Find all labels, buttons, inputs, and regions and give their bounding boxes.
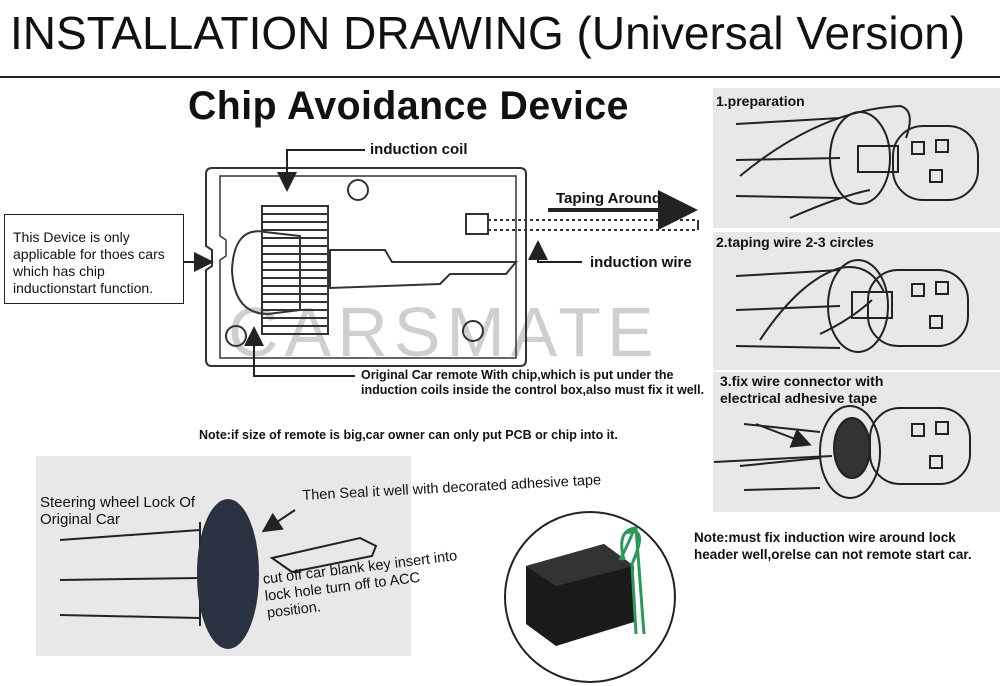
step1-drawing xyxy=(735,104,979,219)
induction-wire xyxy=(465,213,699,235)
control-box xyxy=(205,167,527,367)
taping-around-label: Taping Around xyxy=(556,190,661,207)
header-bar xyxy=(0,0,1000,78)
size-note: Note:if size of remote is big,car owner … xyxy=(199,428,618,442)
key-remote xyxy=(230,230,519,316)
induction-coil xyxy=(261,205,329,335)
original-remote-label: Original Car remote With chip,which is p… xyxy=(361,368,705,397)
steering-lock-label: Steering wheel Lock Of Original Car xyxy=(40,494,196,528)
step2-drawing xyxy=(735,259,969,353)
device-photo xyxy=(504,511,676,683)
device-note-callout: This Device is only applicable for thoes… xyxy=(4,214,184,304)
step2-label: 2.taping wire 2-3 circles xyxy=(716,234,874,250)
induction-wire-label: induction wire xyxy=(590,254,692,271)
annotation-arrows xyxy=(184,149,698,377)
steering-lock-drawing xyxy=(59,499,378,649)
step3-drawing xyxy=(713,405,971,499)
induction-coil-label: induction coil xyxy=(370,141,468,158)
step3-label: 3.fix wire connector with electrical adh… xyxy=(720,373,884,406)
diagram-title: Chip Avoidance Device xyxy=(188,84,629,128)
step1-label: 1.preparation xyxy=(716,93,805,109)
page-title: INSTALLATION DRAWING (Universal Version) xyxy=(10,7,966,59)
step-note: Note:must fix induction wire around lock… xyxy=(694,530,972,562)
